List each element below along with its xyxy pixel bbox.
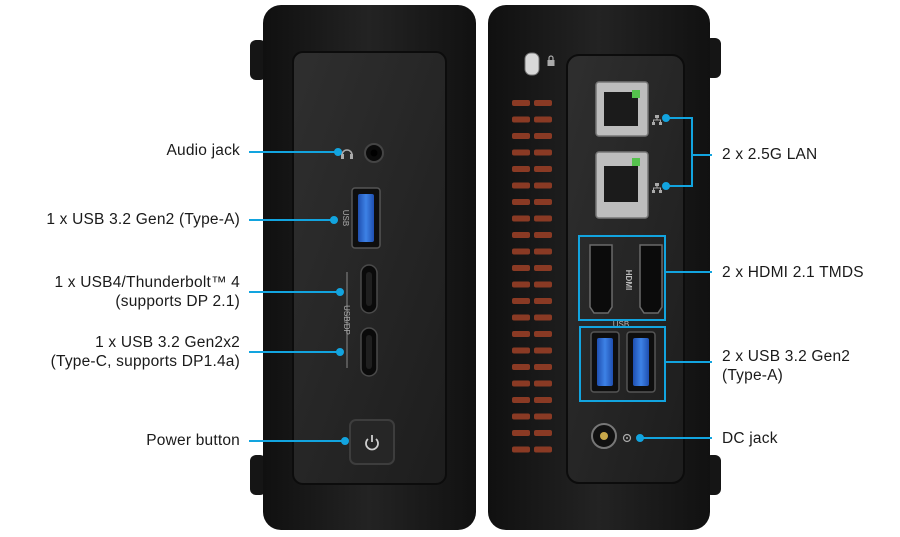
- vent-slot: [534, 199, 552, 205]
- vent-slot: [534, 166, 552, 172]
- vent-slot: [534, 298, 552, 304]
- rear-usb-marking: USB: [613, 320, 629, 329]
- callout-lan-bracket: [666, 117, 693, 187]
- lan-port-1-led: [632, 90, 640, 98]
- vent-slot: [512, 248, 530, 255]
- label-usbc: 1 x USB 3.2 Gen2x2 (Type-C, supports DP1…: [50, 334, 240, 370]
- label-power-button: Power button: [146, 432, 240, 449]
- usbc-port-inner: [366, 335, 372, 369]
- callout-lan-dot-2: [662, 182, 670, 190]
- vent-slot: [512, 430, 530, 436]
- vent-slot: [534, 100, 552, 106]
- callout-power-dot: [341, 437, 349, 445]
- lan-port-2-socket: [604, 166, 638, 202]
- hdmi-ports: HDMI: [589, 244, 663, 314]
- dc-power-icon: [622, 433, 632, 443]
- hdmi-port-1: [589, 244, 613, 314]
- usb4-port-inner: [366, 272, 372, 306]
- vent-slot: [512, 413, 530, 420]
- vent-slot: [512, 199, 530, 205]
- audio-jack-hole: [370, 149, 378, 157]
- vent-slot: [512, 397, 530, 403]
- front-foot-tl: [250, 40, 266, 80]
- front-usb-marking: USB: [341, 210, 350, 226]
- front-foot-bl: [250, 455, 266, 495]
- vent-slot: [512, 100, 530, 106]
- callout-usb-a-dot: [330, 216, 338, 224]
- kensington-lock-slot: [524, 52, 540, 76]
- vent-slot: [512, 347, 530, 354]
- vent-slot: [534, 265, 552, 271]
- front-usb-a-tongue: [358, 194, 374, 242]
- label-usb-a: 1 x USB 3.2 Gen2 (Type-A): [46, 211, 240, 228]
- callout-lan-dot-1: [662, 114, 670, 122]
- front-usbdp-marking: USB/DP: [342, 305, 351, 335]
- vent-slot: [512, 364, 530, 370]
- callout-usb-box: [579, 326, 666, 402]
- network-icon: [652, 115, 662, 193]
- callout-audio-jack-dot: [334, 148, 342, 156]
- vent-slot: [512, 215, 530, 222]
- vent-slot: [534, 133, 552, 139]
- lock-icon: [547, 55, 555, 66]
- vent-slot: [534, 364, 552, 370]
- vent-slot: [512, 314, 530, 321]
- vent-slot: [512, 331, 530, 337]
- rear-unit: HDMI USB: [488, 5, 721, 530]
- vent-slot: [534, 413, 552, 420]
- rear-usb-ports: USB: [590, 320, 656, 393]
- vent-slot: [512, 133, 530, 139]
- rear-usb-port-2-tongue: [633, 338, 649, 386]
- label-lan: 2 x 2.5G LAN: [722, 146, 818, 163]
- callout-lines: [249, 114, 712, 445]
- vent-slot: [512, 182, 530, 189]
- callout-usb4-dot: [336, 288, 344, 296]
- vent-slot: [534, 149, 552, 156]
- label-audio-jack: Audio jack: [166, 142, 240, 159]
- vent-grille: [512, 100, 552, 453]
- dc-jack-pin: [600, 432, 608, 440]
- label-usb4: 1 x USB4/Thunderbolt™ 4 (supports DP 2.1…: [54, 274, 240, 310]
- vent-slot: [512, 281, 530, 288]
- vent-slot: [534, 446, 552, 453]
- vent-slot: [512, 380, 530, 387]
- vent-slot: [512, 116, 530, 123]
- vent-slot: [534, 281, 552, 288]
- vent-slot: [534, 248, 552, 255]
- vent-slot: [534, 182, 552, 189]
- front-unit: USB USB/DP: [250, 5, 476, 530]
- vent-slot: [534, 314, 552, 321]
- rear-hdmi-marking: HDMI: [624, 270, 633, 290]
- vent-slot: [534, 380, 552, 387]
- lan-port-2-led: [632, 158, 640, 166]
- label-usb-rear: 2 x USB 3.2 Gen2 (Type-A): [722, 348, 851, 384]
- vent-slot: [534, 116, 552, 123]
- vent-slot: [512, 232, 530, 238]
- vent-slot: [512, 166, 530, 172]
- hdmi-port-2: [639, 244, 663, 314]
- vent-slot: [534, 232, 552, 238]
- vent-slot: [512, 149, 530, 156]
- callout-hdmi-box: [578, 235, 666, 321]
- power-icon: [365, 435, 379, 451]
- vent-slot: [534, 215, 552, 222]
- callout-dc-dot: [636, 434, 644, 442]
- lan-ports: [595, 81, 649, 219]
- vent-slot: [512, 265, 530, 271]
- vent-slot: [534, 430, 552, 436]
- vent-slot: [512, 446, 530, 453]
- rear-usb-port-1-tongue: [597, 338, 613, 386]
- vent-slot: [512, 298, 530, 304]
- vent-slot: [534, 347, 552, 354]
- vent-slot: [534, 397, 552, 403]
- label-dc-jack: DC jack: [722, 430, 778, 447]
- vent-slot: [534, 331, 552, 337]
- callout-usbc-dot: [336, 348, 344, 356]
- label-hdmi: 2 x HDMI 2.1 TMDS: [722, 264, 864, 281]
- headphone-icon: [341, 149, 353, 159]
